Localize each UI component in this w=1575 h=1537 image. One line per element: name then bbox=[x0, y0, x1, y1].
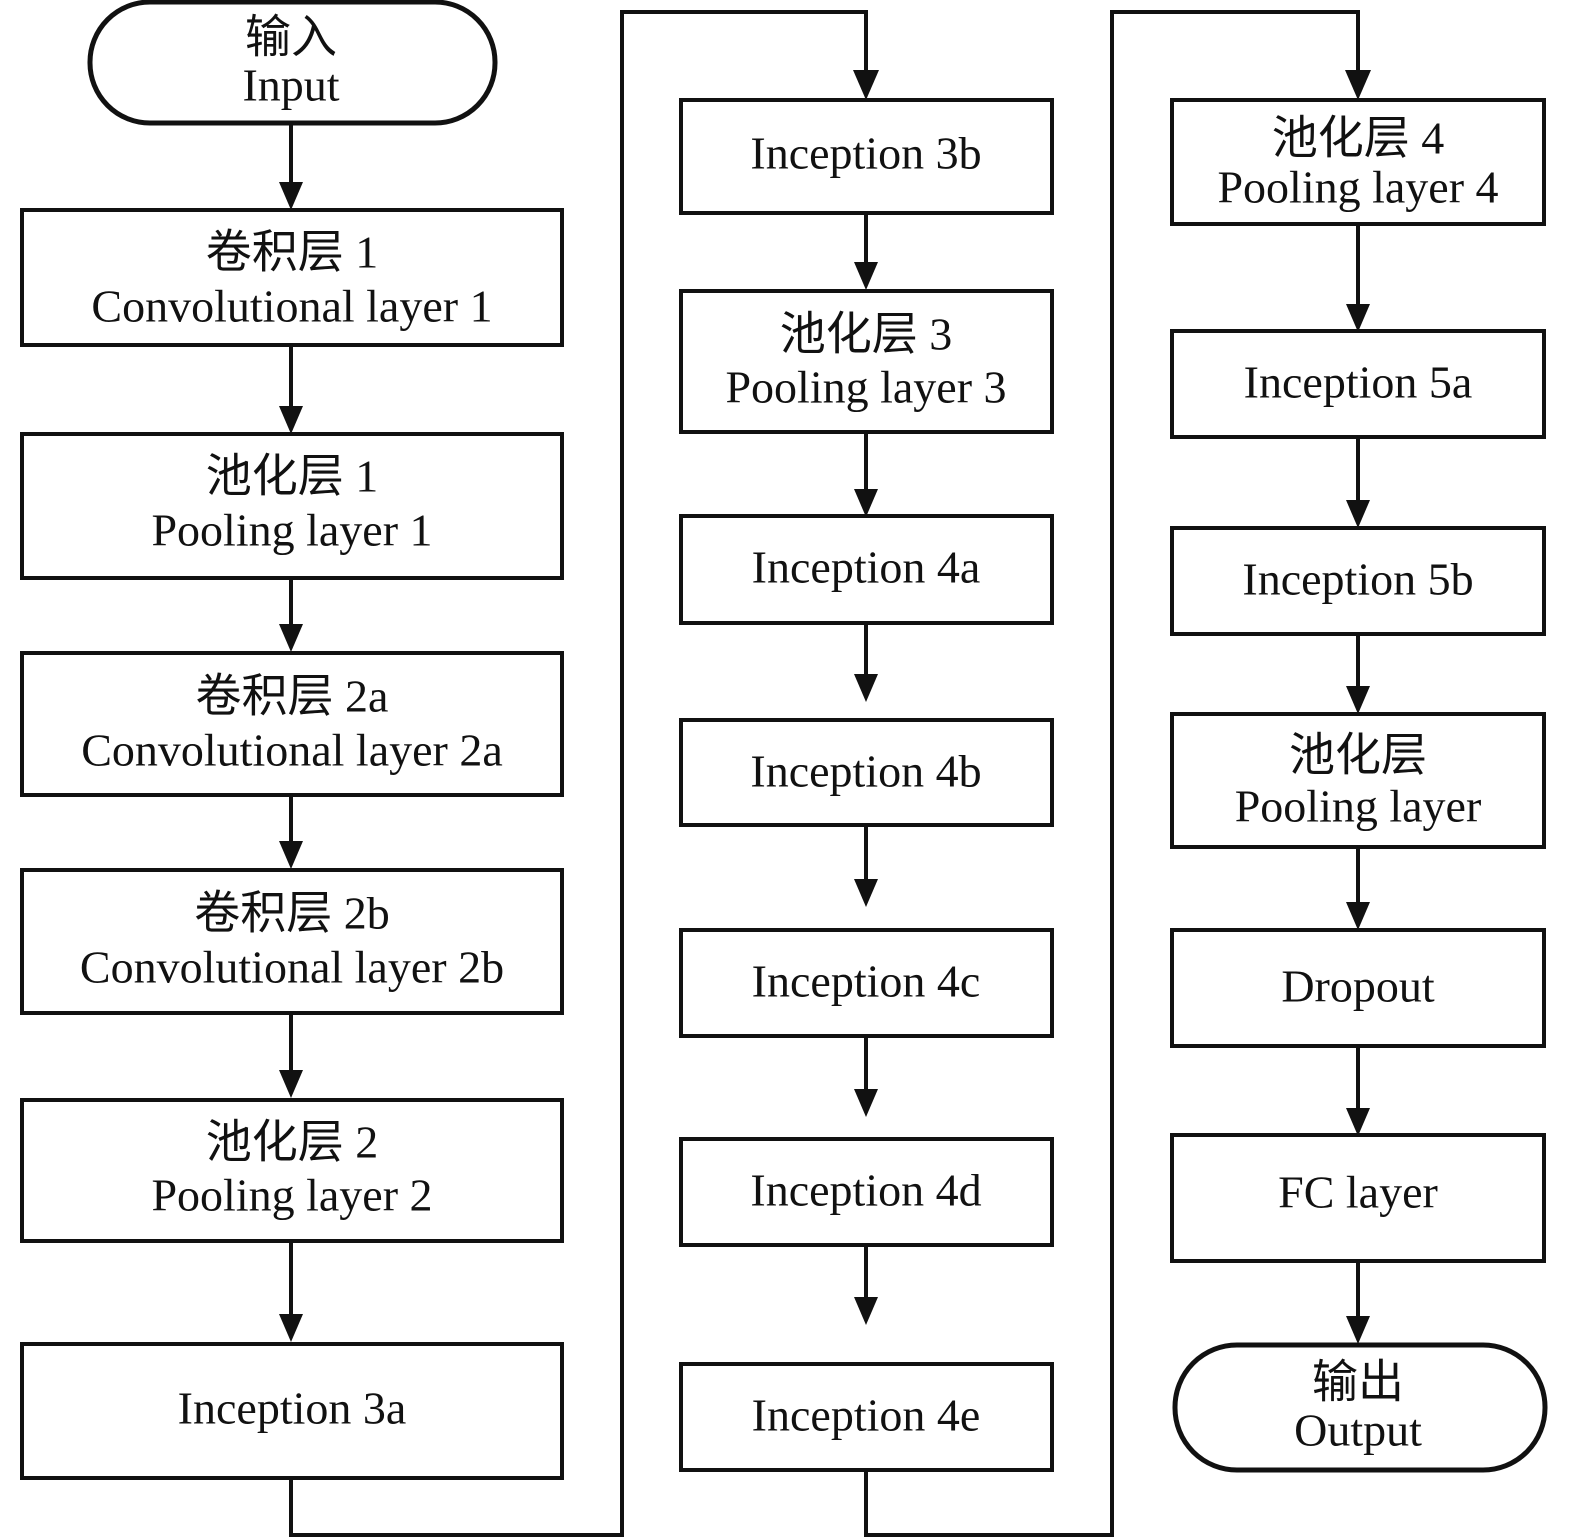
edge-pool5-to-dropout bbox=[1346, 847, 1370, 930]
inception4c-box-shape bbox=[679, 928, 1054, 1038]
pool5-label-cn: 池化层 bbox=[1289, 730, 1427, 781]
node-pool4[interactable]: 池化层 4 Pooling layer 4 bbox=[1170, 98, 1546, 226]
edge-conv2a-to-conv2b bbox=[279, 795, 303, 869]
pool4-label-cn: 池化层 4 bbox=[1272, 113, 1445, 164]
input-label-en: Input bbox=[242, 60, 339, 111]
pool2-label-en: Pooling layer 2 bbox=[151, 1170, 432, 1221]
conv2a-box-shape bbox=[20, 651, 564, 797]
pool2-label-cn: 池化层 2 bbox=[206, 1117, 379, 1168]
conv2b-box-shape bbox=[20, 868, 564, 1015]
conv1-box-shape bbox=[20, 208, 564, 347]
edge-inception4e-to-pool4 bbox=[864, 10, 1371, 1537]
edge-inception3b-to-pool3 bbox=[854, 213, 878, 290]
conv2b-label-en: Convolutional layer 2b bbox=[80, 942, 504, 993]
edge-inception5a-to-inception5b bbox=[1346, 437, 1370, 528]
node-output[interactable]: 输出 Output bbox=[1172, 1342, 1548, 1473]
edge-inception5b-to-pool5 bbox=[1346, 634, 1370, 714]
inception4d-label: Inception 4d bbox=[750, 1165, 981, 1216]
pool5-label-en: Pooling layer bbox=[1235, 781, 1482, 832]
conv2a-label-en: Convolutional layer 2a bbox=[81, 725, 503, 776]
conv2b-label-cn: 卷积层 2b bbox=[194, 888, 390, 939]
inception5a-box-shape bbox=[1170, 329, 1546, 439]
node-pool1[interactable]: 池化层 1 Pooling layer 1 bbox=[20, 432, 564, 580]
dropout-box-shape bbox=[1170, 928, 1546, 1048]
node-input[interactable]: 输入 Input bbox=[87, 0, 498, 126]
fc-box-shape bbox=[1170, 1133, 1546, 1263]
edge-conv1-to-pool1 bbox=[279, 345, 303, 434]
node-pool5[interactable]: 池化层 Pooling layer bbox=[1170, 712, 1546, 849]
node-inception4e[interactable]: Inception 4e bbox=[679, 1362, 1054, 1472]
pool4-box-shape bbox=[1170, 98, 1546, 226]
node-inception5b[interactable]: Inception 5b bbox=[1170, 526, 1546, 636]
pool2-box-shape bbox=[20, 1098, 564, 1243]
edge-fc-to-output bbox=[1346, 1261, 1370, 1344]
inception4b-box-shape bbox=[679, 718, 1054, 827]
edge-input-to-conv1 bbox=[279, 123, 303, 210]
output-label-cn: 输出 bbox=[1312, 1357, 1404, 1408]
edge-pool2-to-inception3a bbox=[279, 1241, 303, 1342]
node-pool2[interactable]: 池化层 2 Pooling layer 2 bbox=[20, 1098, 564, 1243]
node-inception4a[interactable]: Inception 4a bbox=[679, 514, 1054, 625]
pool1-label-cn: 池化层 1 bbox=[206, 451, 379, 502]
column-1: 输入 Input 卷积层 1 Convolutional layer 1 池化层… bbox=[20, 0, 564, 1480]
node-pool3[interactable]: 池化层 3 Pooling layer 3 bbox=[679, 289, 1054, 434]
input-pill-shape bbox=[87, 0, 498, 126]
edges-layer bbox=[279, 10, 1371, 1537]
edge-conv2b-to-pool2 bbox=[279, 1013, 303, 1098]
node-inception3b[interactable]: Inception 3b bbox=[679, 98, 1054, 215]
node-conv1[interactable]: 卷积层 1 Convolutional layer 1 bbox=[20, 208, 564, 347]
node-inception4d[interactable]: Inception 4d bbox=[679, 1137, 1054, 1247]
inception4c-label: Inception 4c bbox=[752, 956, 981, 1007]
node-inception3a[interactable]: Inception 3a bbox=[20, 1342, 564, 1480]
column-3: 池化层 4 Pooling layer 4 Inception 5a Incep… bbox=[1170, 98, 1548, 1473]
node-inception4b[interactable]: Inception 4b bbox=[679, 718, 1054, 827]
inception5b-box-shape bbox=[1170, 526, 1546, 636]
pool4-label-en: Pooling layer 4 bbox=[1217, 162, 1498, 213]
edge-inception4b-to-inception4c bbox=[854, 825, 878, 907]
input-label-cn: 输入 bbox=[245, 12, 337, 63]
node-inception4c[interactable]: Inception 4c bbox=[679, 928, 1054, 1038]
inception5a-label: Inception 5a bbox=[1244, 357, 1473, 408]
conv1-label-cn: 卷积层 1 bbox=[206, 227, 379, 278]
output-pill-shape bbox=[1172, 1342, 1548, 1473]
dropout-label: Dropout bbox=[1281, 961, 1435, 1012]
node-dropout[interactable]: Dropout bbox=[1170, 928, 1546, 1048]
inception4a-label: Inception 4a bbox=[752, 542, 981, 593]
edge-inception4c-to-inception4d bbox=[854, 1036, 878, 1117]
inception3b-box-shape bbox=[679, 98, 1054, 215]
inception3b-label: Inception 3b bbox=[750, 128, 981, 179]
node-fc[interactable]: FC layer bbox=[1170, 1133, 1546, 1263]
inception4a-box-shape bbox=[679, 514, 1054, 625]
conv2a-label-cn: 卷积层 2a bbox=[196, 671, 389, 722]
node-inception5a[interactable]: Inception 5a bbox=[1170, 329, 1546, 439]
inception4b-label: Inception 4b bbox=[750, 746, 981, 797]
inception4d-box-shape bbox=[679, 1137, 1054, 1247]
edge-inception4a-to-inception4b bbox=[854, 623, 878, 702]
output-label-en: Output bbox=[1294, 1405, 1422, 1456]
pool3-label-cn: 池化层 3 bbox=[780, 309, 953, 360]
pool1-box-shape bbox=[20, 432, 564, 580]
pool3-box-shape bbox=[679, 289, 1054, 434]
inception3a-box-shape bbox=[20, 1342, 564, 1480]
edge-pool4-to-inception5a bbox=[1346, 224, 1370, 332]
inception4e-box-shape bbox=[679, 1362, 1054, 1472]
edge-pool1-to-conv2a bbox=[279, 578, 303, 652]
fc-label: FC layer bbox=[1278, 1167, 1438, 1218]
node-conv2b[interactable]: 卷积层 2b Convolutional layer 2b bbox=[20, 868, 564, 1015]
inception4e-label: Inception 4e bbox=[752, 1390, 981, 1441]
column-2: Inception 3b 池化层 3 Pooling layer 3 Incep… bbox=[679, 98, 1054, 1472]
edge-inception3a-to-inception3b bbox=[289, 10, 879, 1537]
edge-inception4d-to-inception4e bbox=[854, 1245, 878, 1325]
conv1-label-en: Convolutional layer 1 bbox=[91, 281, 492, 332]
inception3a-label: Inception 3a bbox=[178, 1383, 407, 1434]
inception5b-label: Inception 5b bbox=[1242, 554, 1473, 605]
pool3-label-en: Pooling layer 3 bbox=[725, 362, 1006, 413]
edge-pool3-to-inception4a bbox=[854, 432, 878, 517]
node-conv2a[interactable]: 卷积层 2a Convolutional layer 2a bbox=[20, 651, 564, 797]
edge-dropout-to-fc bbox=[1346, 1046, 1370, 1136]
pool5-box-shape bbox=[1170, 712, 1546, 849]
pool1-label-en: Pooling layer 1 bbox=[151, 505, 432, 556]
